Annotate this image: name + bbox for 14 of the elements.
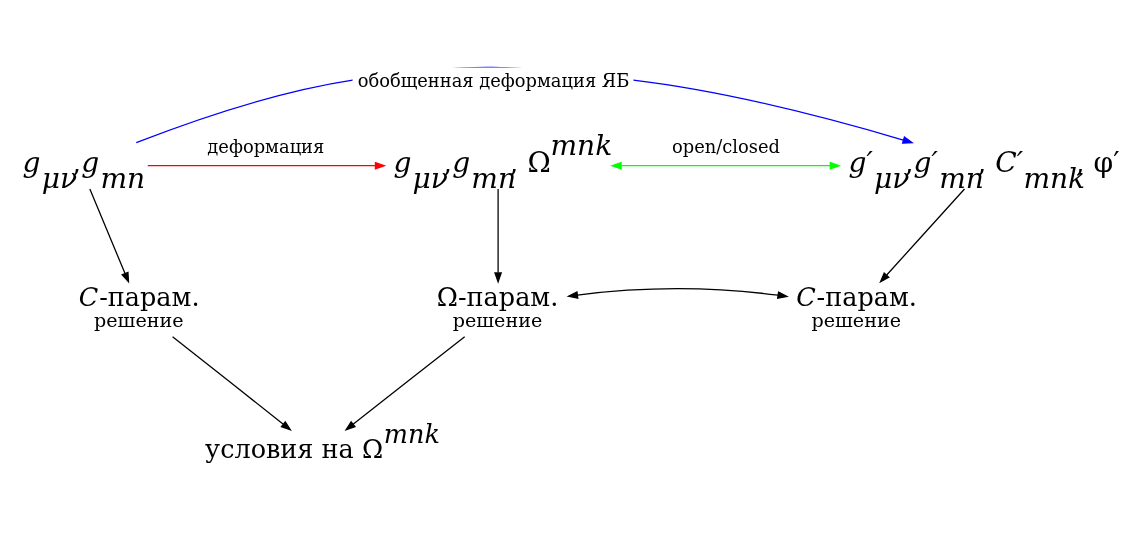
arrow [344,335,466,431]
arrow [610,161,842,170]
node-text: C-парам. решение [796,281,917,332]
arrow [566,287,789,299]
edge-label: open/closed [672,135,780,157]
arrow [171,335,292,431]
node-text: C-парам. решение [78,281,200,332]
arrow [879,187,966,283]
arrow [147,161,387,170]
edge-label: деформация [207,135,325,157]
node-text: Ω-парам. решение [436,281,559,332]
arrow [89,187,130,284]
edge-label: обобщенная деформация ЯБ [357,69,630,91]
arrow [494,187,503,284]
